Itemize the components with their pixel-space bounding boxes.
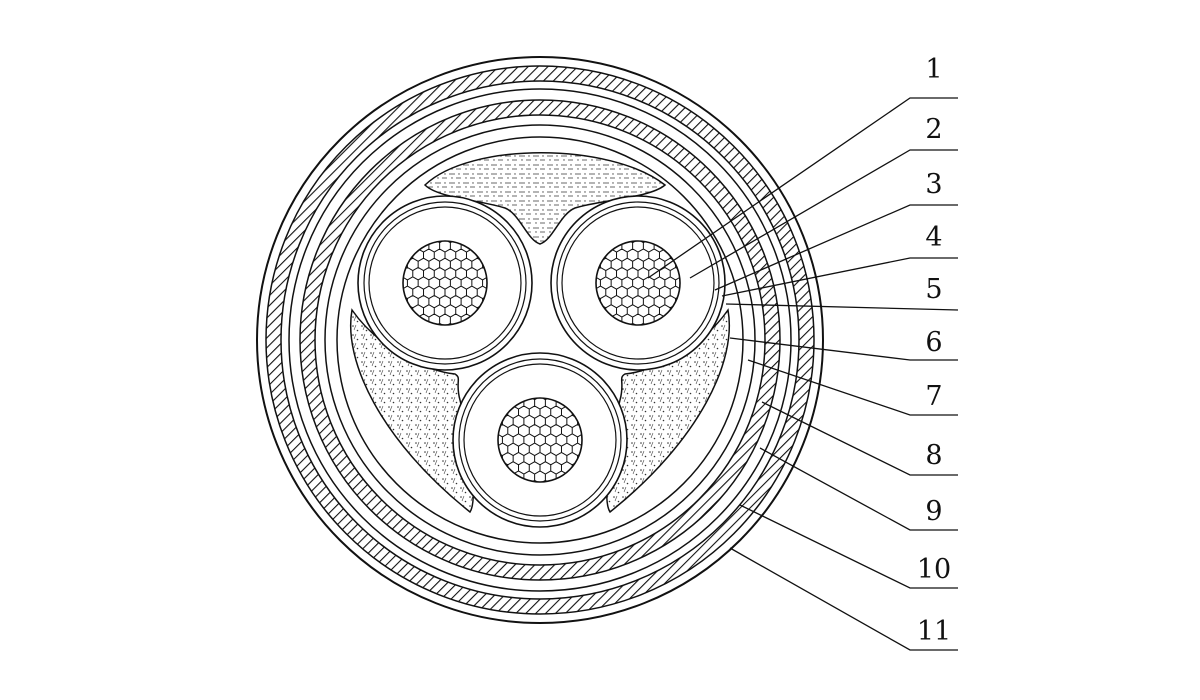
filler-top: [423, 152, 667, 245]
core-right: [550, 195, 726, 371]
leader-2: [689, 149, 958, 279]
callout-6: 6: [925, 327, 942, 358]
inner-wrapping-layer: [288, 88, 792, 592]
callout-9: 9: [925, 496, 942, 527]
callout-8: 8: [925, 440, 942, 471]
inner-armour-band: [299, 99, 781, 581]
leader-6: [729, 337, 958, 361]
callout-numbers: 1 2 3 4 5 6 7 8 9 10 11: [917, 54, 951, 647]
leader-9: [759, 447, 958, 531]
callout-10: 10: [917, 554, 951, 585]
leader-3: [714, 204, 958, 291]
outer-armour-band: [265, 65, 815, 615]
strand-hex-grid: [498, 398, 582, 482]
leader-7: [747, 359, 958, 416]
leader-11: [729, 547, 958, 651]
callout-2: 2: [925, 114, 942, 145]
callout-3: 3: [925, 169, 942, 200]
callout-4: 4: [925, 222, 942, 253]
leader-5: [725, 303, 959, 311]
leader-8: [761, 401, 958, 476]
callout-11: 11: [917, 616, 951, 647]
conductor-strands: [403, 241, 487, 325]
conductor-strands: [498, 398, 582, 482]
leader-10: [739, 504, 958, 589]
leader-1: [647, 97, 958, 279]
leader-lines: [647, 97, 959, 651]
core-bottom: [452, 352, 628, 528]
strand-hex-grid: [596, 241, 680, 325]
leader-4: [721, 257, 958, 297]
conductor-strands: [596, 241, 680, 325]
callout-1: 1: [925, 54, 942, 85]
callout-7: 7: [925, 381, 942, 412]
strand-hex-grid: [403, 241, 487, 325]
core-left: [357, 195, 533, 371]
callout-5: 5: [925, 274, 942, 305]
